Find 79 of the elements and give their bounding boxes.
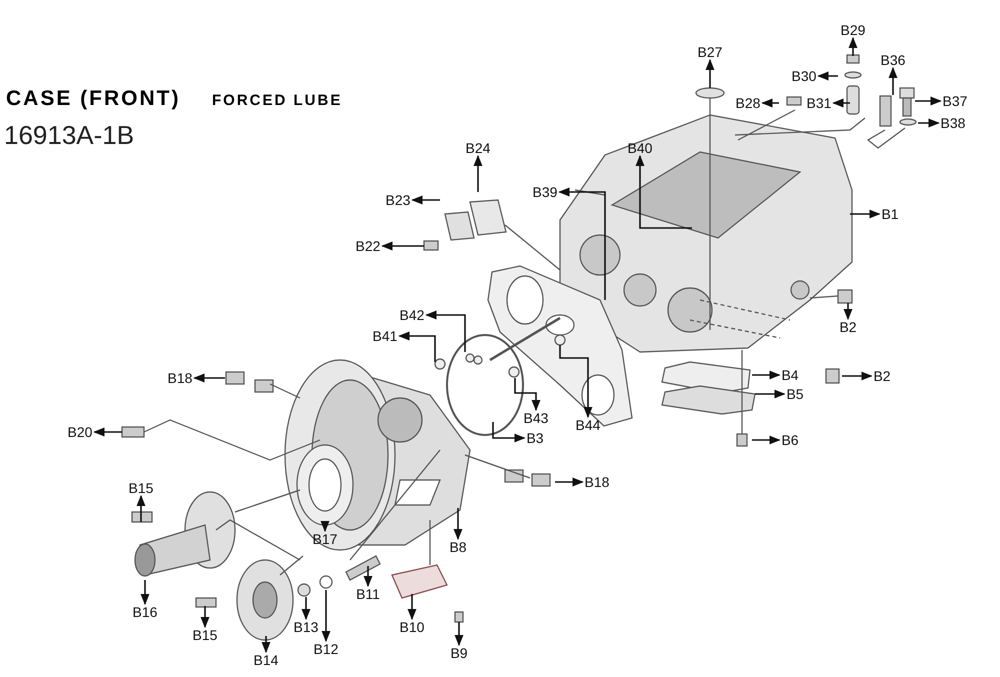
callout-number: B31 [806,96,832,110]
leader-line [850,210,881,218]
leader-line [411,196,440,204]
callout-number: B14 [252,653,280,667]
callout-number: B13 [292,620,320,634]
callout-number: B2 [872,369,892,383]
leader-line [761,98,779,108]
callout-number: B10 [398,620,426,634]
callout-number: B29 [840,23,866,37]
callout-number: B37 [942,94,968,108]
leader-line [398,332,436,362]
callout-number: B30 [790,69,818,83]
leader-line [555,478,584,486]
callout-number: B38 [940,116,966,130]
callout-number: B9 [449,646,469,660]
leader-line [193,374,225,382]
leader-line [915,96,942,106]
callout-number: B40 [626,141,654,155]
callout-number: B2 [838,320,858,334]
callout-number: B16 [132,605,158,619]
diagram-title: CASE (FRONT) [6,88,180,109]
leader-line [636,154,692,229]
leader-line [364,566,372,588]
leader-line [755,390,786,398]
callout-number: B18 [584,475,610,489]
callout-number: B20 [66,425,94,439]
part-number: 16913A-1B [4,122,134,148]
callout-number: B39 [532,185,558,199]
leader-line [454,508,462,540]
leader-line [140,580,150,606]
callout-number: B24 [464,141,492,155]
leader-line [93,428,122,436]
callout-number: B3 [525,431,545,445]
leader-line [408,594,416,620]
leader-line [558,188,606,300]
callout-number: B27 [696,45,724,59]
callout-number: B4 [780,368,800,382]
callout-number: B8 [448,540,468,554]
callout-number: B17 [312,532,338,546]
leader-line [844,303,852,320]
leader-line [320,520,330,532]
callout-number: B28 [734,96,762,110]
leader-line [918,118,940,128]
leader-line [474,154,482,192]
leader-line [425,310,466,352]
callout-number: B11 [355,587,381,601]
callout-number: B18 [166,371,194,385]
leader-line [848,36,858,56]
callout-number: B43 [522,411,550,425]
leader-line [817,72,838,80]
leader-line [381,242,424,250]
leader-line [832,98,850,108]
callout-number: B1 [880,207,900,221]
callout-number: B41 [372,329,398,343]
callout-number: B36 [880,53,906,67]
leader-line [302,597,310,620]
leader-line [514,378,540,412]
subtitle: FORCED LUBE [212,93,342,108]
leader-line [559,345,592,418]
leader-line [706,58,714,88]
callout-number: B42 [398,308,426,322]
callout-number: B22 [354,239,382,253]
leader-line [842,372,873,380]
callout-number: B5 [785,387,805,401]
leader-line [492,422,526,442]
callout-number: B6 [780,433,800,447]
callout-number: B15 [128,481,154,495]
callout-number: B15 [192,628,218,642]
callout-number: B44 [574,418,602,432]
leader-line [454,622,464,646]
leader-line [752,436,781,444]
callout-number: B23 [384,193,412,207]
leader-line [322,590,330,642]
leader-line [888,66,898,95]
leader-line [136,494,146,522]
leader-line [262,636,270,654]
callout-number: B12 [312,642,340,656]
leader-line [752,370,781,380]
leader-line [200,606,210,628]
